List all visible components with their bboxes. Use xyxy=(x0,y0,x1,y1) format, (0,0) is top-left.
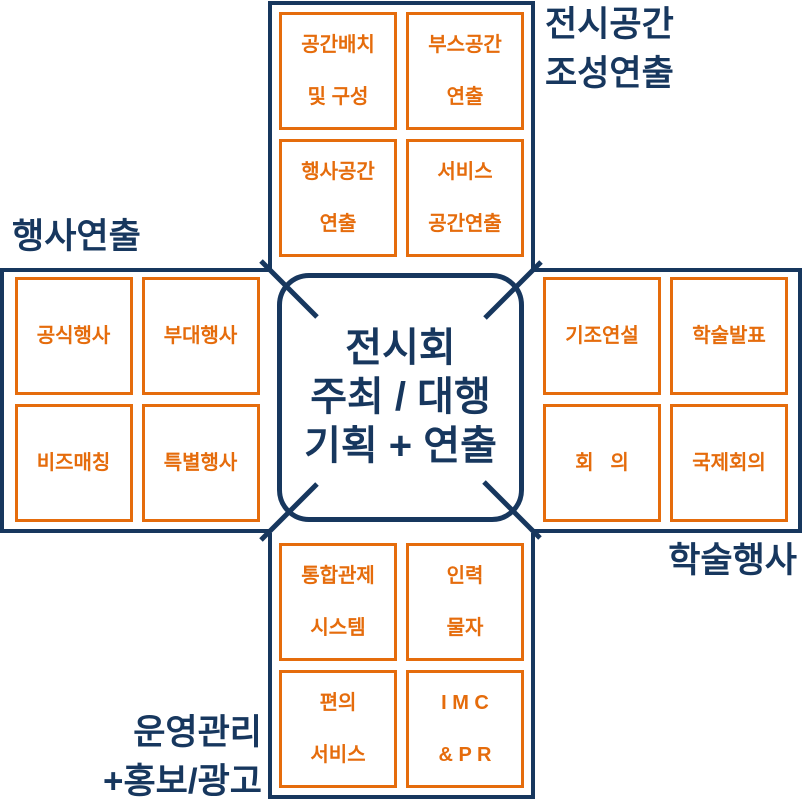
cell-booth-space: 부스공간 연출 xyxy=(406,12,524,130)
cell-manpower-materials: 인력 물자 xyxy=(406,543,524,661)
section-operations-pr-title: 운영관리 +홍보/광고 xyxy=(103,713,262,801)
cell-label: 특별행사 xyxy=(163,452,238,474)
cell-side-event: 부대행사 xyxy=(141,277,260,395)
cell-label: 편의 서비스 xyxy=(310,692,366,766)
section-exhibition-space: 공간배치 및 구성 부스공간 연출 행사공간 연출 서비스 공간연출 xyxy=(268,1,535,271)
center-title: 전시회 주최 / 대행 기획 + 연출 xyxy=(304,326,497,468)
cell-label: I M C & P R xyxy=(438,692,492,766)
cell-academic-presentation: 학술발표 xyxy=(670,277,788,395)
cell-biz-matching: 비즈매칭 xyxy=(14,404,133,522)
section-exhibition-space-grid: 공간배치 및 구성 부스공간 연출 행사공간 연출 서비스 공간연출 xyxy=(272,12,531,257)
cell-convenience-service: 편의 서비스 xyxy=(279,670,397,788)
cell-label: 비즈매칭 xyxy=(36,452,111,474)
section-exhibition-space-title: 전시공간 조성연출 xyxy=(545,5,674,93)
cell-label: 부스공간 연출 xyxy=(428,34,502,108)
cell-label: 국제회의 xyxy=(692,452,766,474)
section-academic-events-grid: 기조연설 학술발표 회 의 국제회의 xyxy=(533,277,798,522)
section-event-production: 공식행사 부대행사 비즈매칭 특별행사 xyxy=(0,268,270,533)
cell-imc-pr: I M C & P R xyxy=(406,670,524,788)
cell-integrated-control: 통합관제 시스템 xyxy=(279,543,397,661)
section-academic-events: 기조연설 학술발표 회 의 국제회의 xyxy=(533,268,802,533)
cell-label: 공식행사 xyxy=(36,325,111,347)
cell-label: 회 의 xyxy=(575,452,629,474)
section-academic-events-title: 학술행사 xyxy=(668,541,797,580)
cell-label: 인력 물자 xyxy=(446,565,484,639)
section-event-production-title: 행사연출 xyxy=(12,217,141,256)
cell-meeting: 회 의 xyxy=(543,404,661,522)
cell-space-layout: 공간배치 및 구성 xyxy=(279,12,397,130)
section-operations-pr-grid: 통합관제 시스템 인력 물자 편의 서비스 I M C & P R xyxy=(272,543,531,788)
cell-special-event: 특별행사 xyxy=(141,404,260,522)
cell-official-event: 공식행사 xyxy=(14,277,133,395)
cell-label: 학술발표 xyxy=(692,325,766,347)
cell-label: 부대행사 xyxy=(163,325,238,347)
center-box: 전시회 주최 / 대행 기획 + 연출 xyxy=(277,273,524,522)
cell-label: 기조연설 xyxy=(565,325,639,347)
cell-event-space: 행사공간 연출 xyxy=(279,139,397,257)
cell-keynote: 기조연설 xyxy=(543,277,661,395)
cell-service-space: 서비스 공간연출 xyxy=(406,139,524,257)
cell-label: 서비스 공간연출 xyxy=(428,161,502,235)
cell-label: 통합관제 시스템 xyxy=(301,565,375,639)
cell-label: 행사공간 연출 xyxy=(301,161,375,235)
cell-label: 공간배치 및 구성 xyxy=(301,34,375,108)
section-event-production-grid: 공식행사 부대행사 비즈매칭 특별행사 xyxy=(4,277,270,522)
section-operations-pr: 통합관제 시스템 인력 물자 편의 서비스 I M C & P R xyxy=(268,533,535,799)
cell-intl-conference: 국제회의 xyxy=(670,404,788,522)
